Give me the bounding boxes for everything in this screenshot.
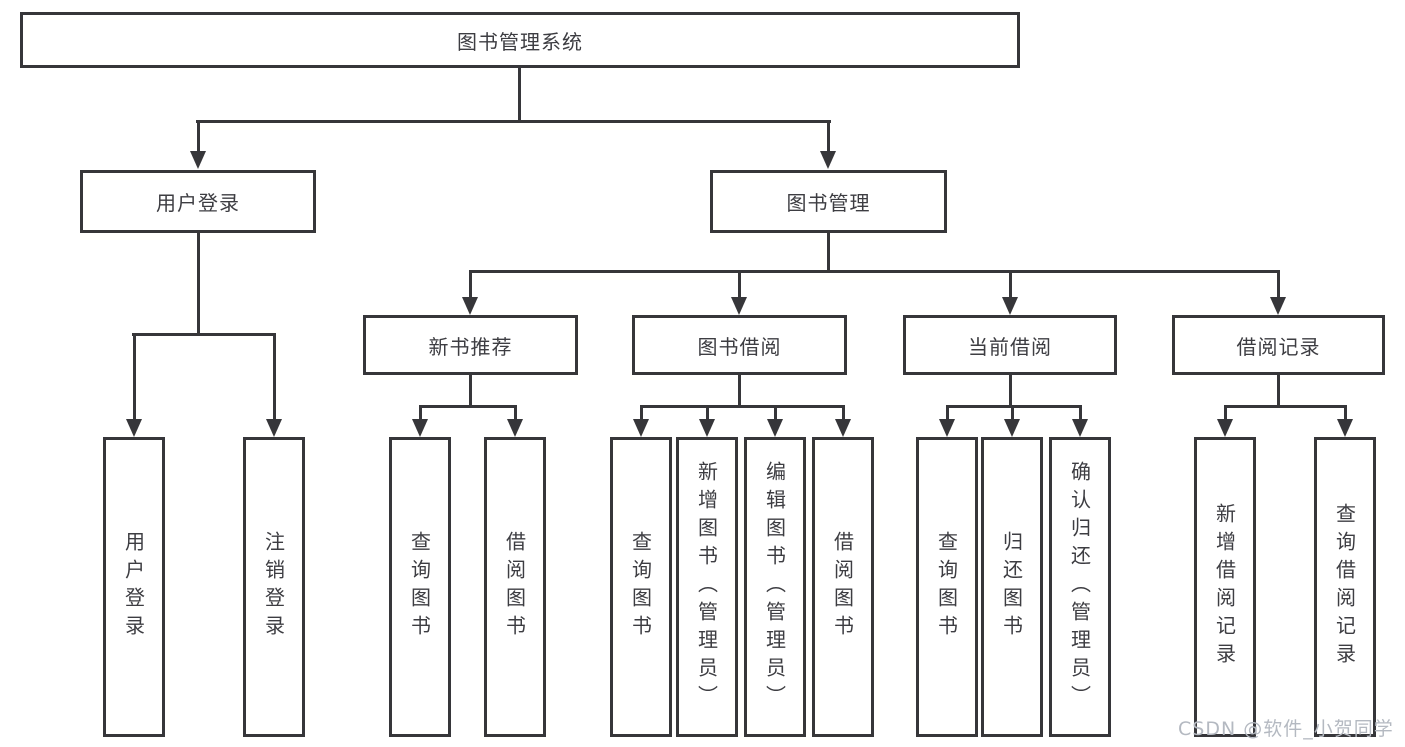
connector-line <box>1277 375 1280 407</box>
leaf-label: 新增图书（管理员） <box>694 461 719 713</box>
node-label: 当前借阅 <box>968 334 1052 359</box>
connector-line <box>132 333 276 336</box>
connector-line <box>1344 405 1347 421</box>
connector-line <box>419 405 422 421</box>
connector-line <box>1224 405 1347 408</box>
leaf-add-borrow-record: 新增借阅记录 <box>1194 437 1256 737</box>
leaf-label: 编辑图书（管理员） <box>762 461 787 713</box>
connector-arrow <box>1002 297 1018 315</box>
leaf-label: 新增借阅记录 <box>1212 503 1237 671</box>
leaf-return-books: 归还图书 <box>981 437 1043 737</box>
leaf-label: 查询图书 <box>934 531 959 643</box>
connector-line <box>706 405 709 421</box>
node-book-management: 图书管理 <box>710 170 947 233</box>
connector-line <box>946 405 949 421</box>
leaf-user-login: 用户登录 <box>103 437 165 737</box>
connector-line <box>197 233 200 335</box>
leaf-label: 注销登录 <box>261 531 286 643</box>
node-user-login: 用户登录 <box>80 170 316 233</box>
leaf-query-books-3: 查询图书 <box>916 437 978 737</box>
leaf-label: 查询借阅记录 <box>1332 503 1357 671</box>
leaf-logout: 注销登录 <box>243 437 305 737</box>
leaf-add-books-admin: 新增图书（管理员） <box>676 437 738 737</box>
leaf-query-books-1: 查询图书 <box>389 437 451 737</box>
leaf-edit-books-admin: 编辑图书（管理员） <box>744 437 806 737</box>
connector-arrow <box>1270 297 1286 315</box>
connector-line <box>774 405 777 421</box>
connector-arrow <box>126 419 142 437</box>
connector-arrow <box>939 419 955 437</box>
connector-line <box>273 333 276 421</box>
node-label: 图书借阅 <box>697 334 782 359</box>
connector-line <box>842 405 845 421</box>
connector-arrow <box>835 419 851 437</box>
leaf-label: 用户登录 <box>121 531 146 643</box>
leaf-query-books-2: 查询图书 <box>610 437 672 737</box>
connector-line <box>197 120 200 152</box>
node-borrowing-records: 借阅记录 <box>1172 315 1385 375</box>
connector-line <box>514 405 517 421</box>
node-label: 新书推荐 <box>428 334 513 359</box>
connector-line <box>1011 405 1014 421</box>
connector-arrow <box>190 151 206 169</box>
connector-arrow <box>266 419 282 437</box>
connector-line <box>640 405 845 408</box>
connector-line <box>133 333 136 421</box>
node-label: 借阅记录 <box>1236 334 1321 359</box>
node-new-book-recommendation: 新书推荐 <box>363 315 578 375</box>
connector-line <box>738 270 741 298</box>
connector-arrow <box>820 151 836 169</box>
connector-arrow <box>633 419 649 437</box>
connector-arrow <box>507 419 523 437</box>
connector-line <box>827 233 830 272</box>
node-book-borrowing: 图书借阅 <box>632 315 847 375</box>
connector-line <box>738 375 741 407</box>
node-label: 用户登录 <box>156 191 240 215</box>
connector-line <box>469 375 472 407</box>
connector-arrow <box>462 297 478 315</box>
connector-arrow <box>767 419 783 437</box>
connector-line <box>469 270 1279 273</box>
connector-line <box>1009 375 1012 407</box>
leaf-query-borrow-record: 查询借阅记录 <box>1314 437 1376 737</box>
connector-arrow <box>1004 419 1020 437</box>
connector-line <box>518 68 521 122</box>
connector-line <box>1224 405 1227 421</box>
connector-line <box>1079 405 1082 421</box>
node-book-management-system: 图书管理系统 <box>20 12 1020 68</box>
leaf-label: 确认归还（管理员） <box>1067 461 1092 713</box>
leaf-label: 借阅图书 <box>502 531 527 643</box>
connector-arrow <box>1337 419 1353 437</box>
watermark: CSDN @软件_小贺同学 <box>1178 718 1394 740</box>
connector-arrow <box>1072 419 1088 437</box>
connector-arrow <box>1217 419 1233 437</box>
connector-line <box>469 270 472 298</box>
node-label: 图书管理 <box>786 191 871 215</box>
leaf-confirm-return-admin: 确认归还（管理员） <box>1049 437 1111 737</box>
connector-line <box>419 405 517 408</box>
leaf-label: 借阅图书 <box>830 531 855 643</box>
leaf-label: 查询图书 <box>628 531 653 643</box>
leaf-label: 查询图书 <box>407 531 432 643</box>
connector-line <box>196 120 831 123</box>
connector-line <box>827 120 830 152</box>
node-label: 图书管理系统 <box>457 29 583 54</box>
node-current-borrowing: 当前借阅 <box>903 315 1117 375</box>
leaf-borrow-books-1: 借阅图书 <box>484 437 546 737</box>
leaf-borrow-books-2: 借阅图书 <box>812 437 874 737</box>
connector-arrow <box>412 419 428 437</box>
connector-arrow <box>699 419 715 437</box>
connector-line <box>946 405 1082 408</box>
connector-line <box>1009 270 1012 298</box>
connector-line <box>1277 270 1280 298</box>
leaf-label: 归还图书 <box>999 531 1024 643</box>
connector-arrow <box>731 297 747 315</box>
connector-line <box>640 405 643 421</box>
